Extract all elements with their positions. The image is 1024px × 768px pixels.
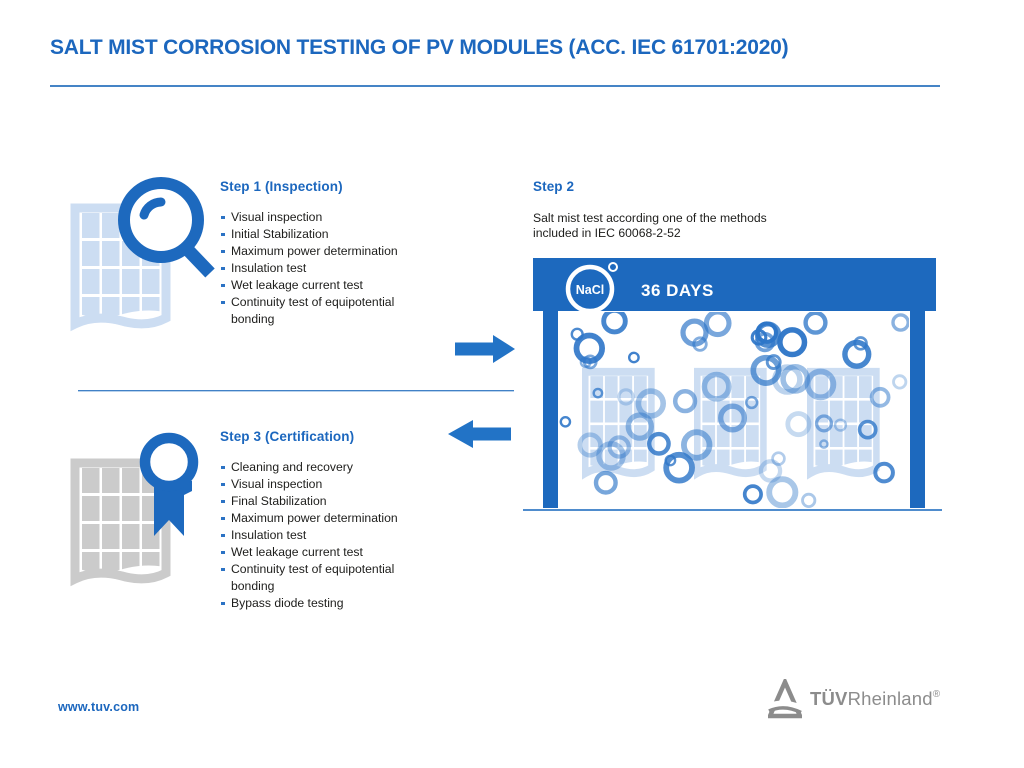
list-item: Maximum power determination [220, 243, 425, 260]
certification-module-icon [58, 423, 218, 638]
list-item: Final Stabilization [220, 493, 425, 510]
list-item: Visual inspection [220, 209, 425, 226]
step3-section: Step 3 (Certification) Cleaning and reco… [220, 429, 490, 612]
section-divider [78, 390, 514, 392]
chamber-baseline [523, 509, 942, 511]
list-item: Visual inspection [220, 476, 425, 493]
list-item: Wet leakage current test [220, 277, 425, 294]
list-item: Bypass diode testing [220, 595, 425, 612]
chamber-header-bar [533, 258, 936, 311]
step2-description: Salt mist test according one of the meth… [533, 211, 767, 240]
title-rule [50, 85, 940, 87]
step2-section: Step 2 Salt mist test according one of t… [533, 179, 803, 241]
registered-mark: ® [932, 689, 941, 700]
tuv-rheinland-logo: TÜVRheinland® [768, 679, 940, 719]
step2-heading: Step 2 [533, 179, 575, 194]
left-arrow-icon [448, 420, 511, 453]
list-item: Insulation test [220, 527, 425, 544]
list-item: Continuity test of equipotential bonding [220, 561, 425, 595]
brand-regular: Rheinland [847, 688, 933, 709]
nacl-label: NaCl [576, 283, 604, 297]
brand-wordmark: TÜVRheinland® [810, 688, 940, 710]
list-item: Cleaning and recovery [220, 459, 425, 476]
website-link[interactable]: www.tuv.com [58, 700, 140, 714]
list-item: Insulation test [220, 260, 425, 277]
certification-ribbon-icon [139, 432, 199, 536]
list-item: Maximum power determination [220, 510, 425, 527]
duration-label: 36 DAYS [641, 281, 714, 300]
chamber-right-wall [910, 311, 925, 508]
salt-mist-bubbles [559, 312, 909, 508]
tuv-triangle-logo [768, 679, 802, 719]
step1-heading: Step 1 (Inspection) [220, 179, 343, 194]
chamber-left-wall [543, 311, 558, 508]
salt-chamber-illustration: NaCl 36 DAYS [533, 258, 936, 510]
page-title: SALT MIST CORROSION TESTING OF PV MODULE… [50, 36, 789, 59]
inspection-module-icon [58, 163, 218, 378]
right-arrow-icon [455, 335, 515, 368]
list-item: Continuity test of equipotential bonding [220, 294, 425, 328]
list-item: Wet leakage current test [220, 544, 425, 561]
brand-bold: TÜV [810, 688, 848, 709]
magnifier-icon [118, 177, 215, 278]
step3-heading: Step 3 (Certification) [220, 429, 355, 444]
list-item: Initial Stabilization [220, 226, 425, 243]
nacl-circle: NaCl [565, 262, 618, 314]
